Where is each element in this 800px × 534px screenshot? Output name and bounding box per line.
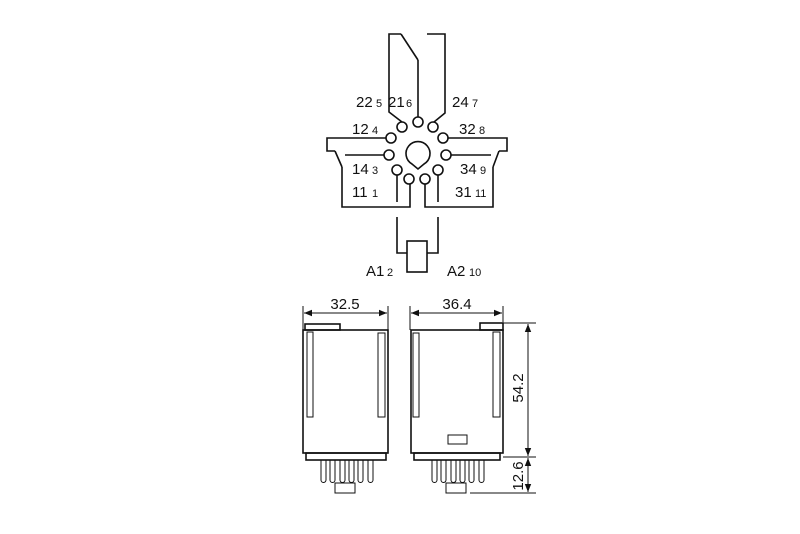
switch-blade-icon <box>492 150 500 168</box>
side-width-label: 36.4 <box>442 296 471 313</box>
relay-side-view: 36.4 54.2 12.6 <box>409 296 536 494</box>
relay-base-plate <box>305 452 387 461</box>
svg-text:21: 21 <box>388 94 405 111</box>
pin-6 <box>412 116 424 128</box>
socket-key-icon <box>405 140 431 171</box>
pin-11 <box>419 173 431 185</box>
contact-2-right-lead <box>427 33 446 123</box>
svg-text:6: 6 <box>406 98 412 110</box>
relay-front-view: 32.5 <box>302 296 389 494</box>
svg-text:4: 4 <box>372 125 378 137</box>
svg-text:11: 11 <box>352 184 368 201</box>
svg-text:14: 14 <box>352 161 369 178</box>
relay-base-plate <box>413 452 501 461</box>
contact-3-nc-lead <box>448 137 508 152</box>
svg-text:24: 24 <box>452 94 469 111</box>
svg-text:5: 5 <box>376 98 382 110</box>
svg-text:31: 31 <box>455 184 472 201</box>
contact-1-common-lead <box>341 167 411 208</box>
svg-text:12: 12 <box>352 121 369 138</box>
coil-icon <box>406 240 428 273</box>
pin-10 <box>432 164 444 176</box>
switch-blade-icon <box>334 150 343 168</box>
front-width-label: 32.5 <box>330 296 359 313</box>
svg-text:A2: A2 <box>447 263 465 280</box>
relay-pins <box>320 460 374 494</box>
svg-text:3: 3 <box>372 165 378 177</box>
pin-9 <box>440 149 452 161</box>
svg-text:32: 32 <box>459 121 476 138</box>
relay-body <box>302 329 389 454</box>
indicator-window <box>447 434 468 445</box>
svg-text:7: 7 <box>472 98 478 110</box>
svg-text:10: 10 <box>469 267 481 279</box>
switch-blade-icon <box>400 33 419 61</box>
pin-5 <box>396 121 408 133</box>
pin-8 <box>437 132 449 144</box>
svg-text:22: 22 <box>356 94 373 111</box>
coil-lead-a2 <box>427 217 439 254</box>
contact-3-common-lead <box>424 167 494 208</box>
svg-text:A1: A1 <box>366 263 384 280</box>
body-height-label: 54.2 <box>510 373 527 402</box>
svg-text:8: 8 <box>479 125 485 137</box>
pin-length-label: 12.6 <box>510 461 527 490</box>
svg-text:34: 34 <box>460 161 477 178</box>
relay-pins <box>431 460 485 494</box>
pin-1 <box>403 173 415 185</box>
svg-text:2: 2 <box>387 267 393 279</box>
contact-1-nc-lead <box>326 137 386 152</box>
pin-2 <box>391 164 403 176</box>
coil-lead-a1 <box>396 217 407 254</box>
pin-7 <box>427 121 439 133</box>
svg-text:11: 11 <box>475 188 486 200</box>
pin-4 <box>385 132 397 144</box>
contact-2-left-lead <box>388 33 403 123</box>
svg-text:1: 1 <box>372 188 378 200</box>
pin-3 <box>383 149 395 161</box>
svg-text:9: 9 <box>480 165 486 177</box>
terminal-label-a2: A2 10 <box>447 263 481 280</box>
